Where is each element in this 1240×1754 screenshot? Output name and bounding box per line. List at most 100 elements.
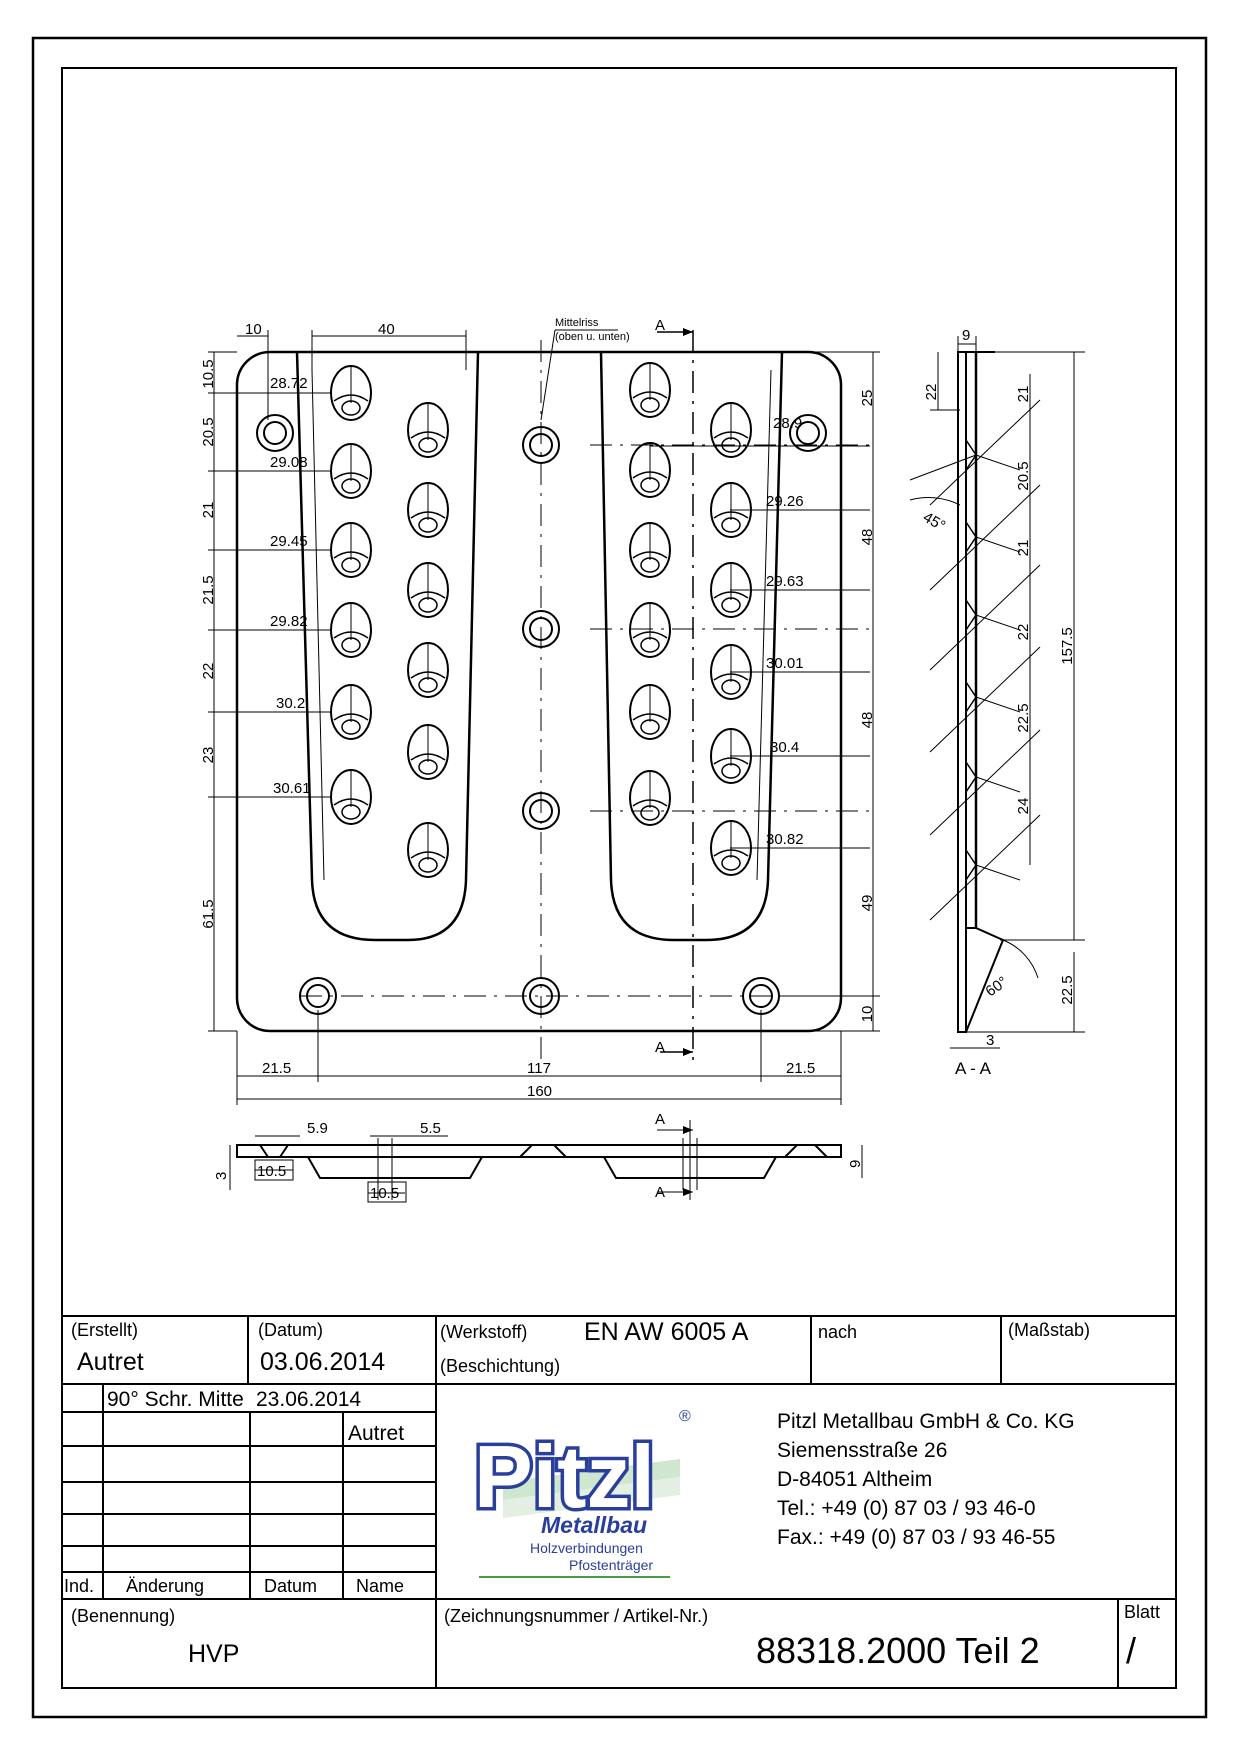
dim-left-61-5: 61.5 (200, 899, 217, 928)
company-tel: Tel.: +49 (0) 87 03 / 93 46-0 (777, 1497, 1036, 1520)
dim-bottom-21-5-left: 21.5 (262, 1060, 291, 1077)
revision-date: 23.06.2014 (256, 1388, 362, 1411)
channel-left (295, 351, 480, 942)
section-dim-21-a: 21 (1015, 386, 1032, 403)
bottom-dim-5-5: 5.5 (420, 1120, 441, 1137)
dim-offset-30-4: 30.4 (770, 739, 799, 756)
section-marker-bottom: A (655, 1039, 665, 1056)
erstellt-value: Autret (77, 1348, 144, 1376)
dim-offset-30-2: 30.2 (276, 695, 305, 712)
section-dim-20-5: 20.5 (1015, 461, 1032, 490)
dim-top-40: 40 (378, 321, 395, 338)
bottom-section-marker-top: A (655, 1111, 665, 1128)
dim-offset-29-82: 29.82 (270, 613, 308, 630)
logo-name: Pitzl (474, 1427, 655, 1526)
massstab-label: (Maßstab) (1008, 1320, 1091, 1340)
company-city: D-84051 Altheim (777, 1468, 933, 1491)
section-dim-24: 24 (1015, 798, 1032, 815)
bottom-dim-10-5-b: 10.5 (370, 1185, 399, 1202)
datum-label: (Datum) (258, 1320, 324, 1340)
dim-bottom-160: 160 (527, 1083, 552, 1100)
dim-right-48-b: 48 (859, 712, 876, 729)
dim-offset-29-08: 29.08 (270, 454, 308, 471)
dim-bottom-21-5-right: 21.5 (786, 1060, 815, 1077)
nach-label: nach (818, 1322, 858, 1342)
logo-line1: Holzverbindungen (530, 1540, 643, 1556)
bottom-dim-10-5-a: 10.5 (257, 1163, 286, 1180)
bottom-dim-9: 9 (847, 1160, 864, 1168)
zeichnungsnummer-label: (Zeichnungsnummer / Artikel-Nr.) (444, 1606, 709, 1626)
section-dim-22-5: 22.5 (1015, 703, 1032, 732)
section-title: A - A (955, 1059, 992, 1078)
bottom-view: 5.9 5.5 10.5 10.5 3 9 A A (213, 1111, 864, 1203)
pitzl-logo: Pitzl ® Metallbau Holzverbindungen Pfost… (471, 1408, 691, 1578)
mittelriss-note: (oben u. unten) (555, 331, 630, 343)
section-view: 9 22 21 20.5 21 22 22.5 24 157.5 22.5 45… (909, 327, 1085, 1078)
logo-subtitle: Metallbau (541, 1512, 647, 1538)
revision-name: Autret (348, 1422, 405, 1445)
section-dim-22-5-bottom: 22.5 (1059, 975, 1076, 1004)
bottom-dim-3: 3 (213, 1172, 230, 1180)
section-angle-60: 60° (983, 973, 1011, 1000)
channel-right-inner (756, 369, 772, 881)
column-name: Name (356, 1576, 405, 1596)
column-datum: Datum (264, 1576, 318, 1596)
dim-left-21: 21 (200, 502, 217, 519)
benennung-value: HVP (188, 1640, 240, 1668)
mittelriss-label: Mittelriss (555, 317, 599, 329)
blatt-label: Blatt (1124, 1602, 1161, 1622)
dim-right-49: 49 (859, 895, 876, 912)
dim-right-25: 25 (859, 390, 876, 407)
outer-frame (31, 36, 1208, 1719)
werkstoff-value: EN AW 6005 A (584, 1318, 749, 1346)
company-fax: Fax.: +49 (0) 87 03 / 93 46-55 (777, 1526, 1056, 1549)
revision-change: 90° Schr. Mitte (107, 1388, 244, 1411)
logo-line2: Pfostenträger (569, 1557, 653, 1573)
company-street: Siemensstraße 26 (777, 1439, 948, 1462)
werkstoff-label: (Werkstoff) (440, 1322, 528, 1342)
dim-offset-28-9: 28.9 (773, 415, 802, 432)
section-dim-9: 9 (962, 327, 970, 344)
plate-outline (235, 350, 843, 1033)
dim-bottom-117: 117 (527, 1060, 551, 1077)
dim-offset-29-63: 29.63 (766, 573, 804, 590)
dim-left-23: 23 (200, 747, 217, 764)
bottom-section-marker-bottom: A (655, 1184, 665, 1201)
dim-offset-29-26: 29.26 (766, 493, 804, 510)
benennung-label: (Benennung) (71, 1606, 176, 1626)
dim-offset-30-82: 30.82 (766, 831, 804, 848)
bottom-dim-5-9: 5.9 (307, 1120, 328, 1137)
inner-frame (61, 67, 1177, 1689)
section-dim-3: 3 (986, 1032, 994, 1049)
section-angle-45: 45° (920, 509, 948, 535)
dim-right-10: 10 (859, 1006, 876, 1023)
dim-left-22: 22 (200, 663, 217, 680)
dim-offset-30-01: 30.01 (766, 655, 804, 672)
channel-right (599, 351, 784, 942)
front-view: A A Mittelriss (oben u. unten) 10 40 (200, 317, 880, 1105)
dim-left-10-5: 10.5 (200, 359, 217, 388)
zeichnungsnummer-value: 88318.2000 Teil 2 (756, 1630, 1040, 1671)
beschichtung-label: (Beschichtung) (440, 1356, 561, 1376)
dim-left-20-5: 20.5 (200, 417, 217, 446)
section-dim-157-5: 157.5 (1059, 627, 1076, 665)
company-name: Pitzl Metallbau GmbH & Co. KG (777, 1410, 1075, 1433)
dim-offset-29-45: 29.45 (270, 533, 308, 550)
dim-offset-30-61: 30.61 (273, 780, 311, 797)
erstellt-label: (Erstellt) (71, 1320, 138, 1340)
dim-right-48-a: 48 (859, 529, 876, 546)
blatt-value: / (1126, 1630, 1137, 1671)
dim-left-21-5: 21.5 (200, 575, 217, 604)
dim-offset-28-72: 28.72 (270, 375, 308, 392)
channel-left-inner (311, 369, 325, 881)
title-block-grid (62, 1315, 1176, 1688)
logo-registered: ® (679, 1408, 691, 1425)
section-dim-21-b: 21 (1015, 540, 1032, 557)
datum-value: 03.06.2014 (260, 1348, 386, 1376)
section-dim-22-b: 22 (1015, 624, 1032, 641)
column-aenderung: Änderung (126, 1576, 205, 1596)
section-dim-22: 22 (923, 384, 940, 401)
section-marker-top: A (655, 317, 665, 334)
dim-top-10: 10 (245, 321, 262, 338)
